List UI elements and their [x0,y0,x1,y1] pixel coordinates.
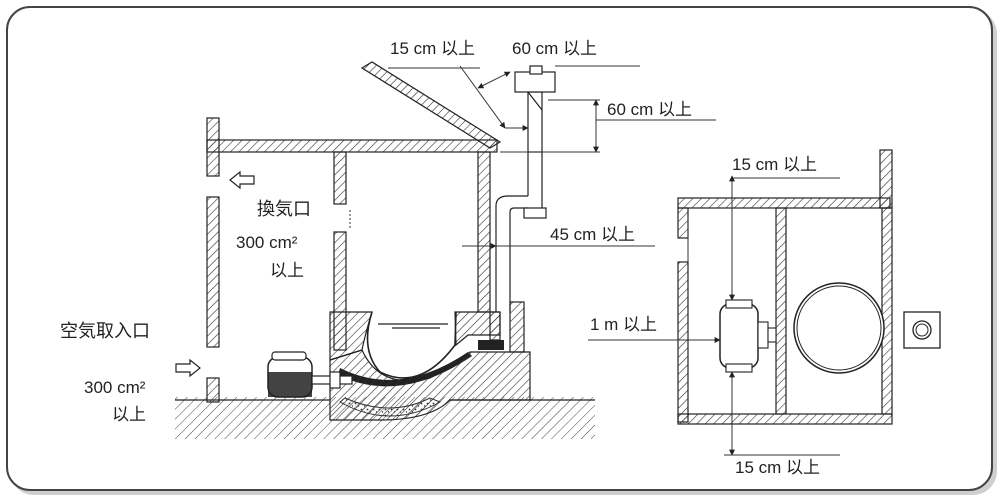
chimney-horizontal-label: 60 cm 以上 [512,39,597,58]
intake-arrow-icon [175,358,201,378]
front-clearance-label: 1 m 以上 [590,315,657,334]
chimney-height-label: 60 cm 以上 [607,100,692,119]
top-clearance-label: 15 cm 以上 [390,39,475,58]
exhaust-vent-label: 換気口 [257,199,311,219]
plan-tub-icon [793,282,885,374]
intake-area-label: 300 cm² [84,378,146,397]
section-view [175,61,716,439]
boiler-unit [267,351,353,398]
air-intake-label: 空気取入口 [60,321,150,341]
plan-drain-icon [903,311,941,349]
plan-top-clearance-label: 15 cm 以上 [732,155,817,174]
exhaust-min-label: 以上 [270,261,304,280]
chimney-pipe [495,65,556,312]
side-clearance-label: 45 cm 以上 [550,225,635,244]
exhaust-arrow-icon [229,170,255,190]
plan-boiler-icon [719,299,777,373]
plan-view [588,149,941,456]
plan-bottom-clearance-label: 15 cm 以上 [735,458,820,477]
intake-min-label: 以上 [112,405,146,424]
exhaust-area-label: 300 cm² [236,233,298,252]
